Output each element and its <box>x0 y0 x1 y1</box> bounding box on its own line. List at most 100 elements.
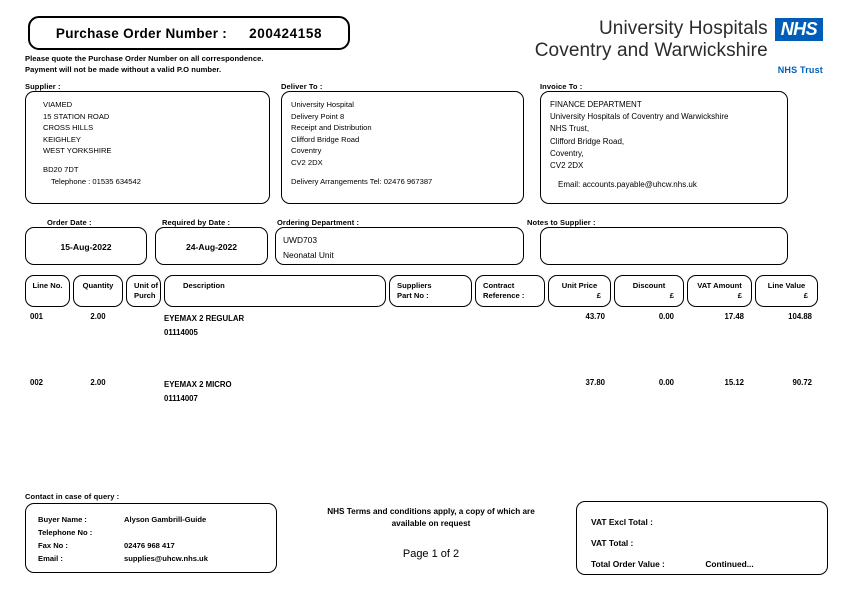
required-by-date-box: 24-Aug-2022 <box>155 227 268 265</box>
total-order-value-value: Continued... <box>705 559 754 569</box>
delivery-arrangements: Delivery Arrangements Tel: 02476 967387 <box>291 176 433 186</box>
table-row: 002 2.00 EYEMAX 2 MICRO 01114007 37.80 0… <box>0 378 841 408</box>
totals-box: VAT Excl Total : VAT Total : Total Order… <box>576 501 828 575</box>
deliver-to-address: University Hospital Delivery Point 8 Rec… <box>282 92 523 187</box>
unit-price-currency: £ <box>596 291 601 300</box>
unit-price-text: Unit Price <box>561 281 598 290</box>
invoice-to-email: Email: accounts.payable@uhcw.nhs.uk <box>558 180 697 190</box>
email-value: supplies@uhcw.nhs.uk <box>124 554 208 563</box>
vat-total-label: VAT Total : <box>591 538 634 548</box>
supplier-name: VIAMED <box>43 100 73 109</box>
order-date-box: 15-Aug-2022 <box>25 227 147 265</box>
buyer-name-label: Buyer Name : <box>38 515 87 524</box>
page-number: Page 1 of 2 <box>402 548 460 560</box>
discount-currency: £ <box>669 291 674 300</box>
notes-to-supplier-caption: Notes to Supplier : <box>527 218 596 227</box>
deliver-to-line-2: Delivery Point 8 <box>291 111 345 121</box>
terms-line-2: available on request <box>391 519 471 528</box>
row-description-text: EYEMAX 2 REGULAR <box>164 314 245 323</box>
invoice-to-caption: Invoice To : <box>540 82 583 91</box>
nhs-trust-name-line-2: Coventry and Warwickshire <box>534 40 768 61</box>
ordering-department-details: UWD703 Neonatal Unit <box>276 228 523 263</box>
deliver-to-line-5: Coventry <box>291 146 322 156</box>
nhs-badge-icon: NHS <box>774 18 823 41</box>
purchase-order-number-label: Purchase Order Number : <box>55 25 228 41</box>
deliver-to-spacer <box>291 169 523 176</box>
row-line-no: 001 <box>30 312 44 321</box>
supplier-telephone: Telephone : 01535 634542 <box>51 176 141 186</box>
invoice-to-box: FINANCE DEPARTMENT University Hospitals … <box>540 91 788 204</box>
row-description-text: EYEMAX 2 MICRO <box>164 380 232 389</box>
line-value-text: Line Value <box>767 281 806 290</box>
nhs-trust-name: University Hospitals Coventry and Warwic… <box>535 18 768 62</box>
buyer-name-value: Alyson Gambrill-Guide <box>124 515 207 524</box>
deliver-to-postcode: CV2 2DX <box>291 157 323 167</box>
row-unit-price: 43.70 <box>585 312 605 321</box>
column-header-discount: Discount £ <box>614 275 684 307</box>
deliver-to-caption: Deliver To : <box>281 82 323 91</box>
column-header-quantity: Quantity <box>73 275 123 307</box>
nhs-trust-subtitle: NHS Trust <box>777 65 823 75</box>
supplier-address: VIAMED 15 STATION ROAD CROSS HILLS KEIGH… <box>26 92 269 187</box>
total-order-value-label: Total Order Value : <box>591 559 665 569</box>
vat-total-row: VAT Total : <box>591 533 827 554</box>
ordering-department-code: UWD703 <box>283 235 317 245</box>
fax-label: Fax No : <box>38 541 68 550</box>
invoice-to-line-3: NHS Trust, <box>550 124 590 134</box>
purchase-order-number-value: 200424158 <box>249 25 323 41</box>
supplier-caption: Supplier : <box>25 82 61 91</box>
table-row: 001 2.00 EYEMAX 2 REGULAR 01114005 43.70… <box>0 312 841 342</box>
column-header-description: Description <box>164 275 386 307</box>
row-description: EYEMAX 2 MICRO 01114007 <box>164 378 386 405</box>
row-description: EYEMAX 2 REGULAR 01114005 <box>164 312 386 339</box>
column-header-vat-amount: VAT Amount £ <box>687 275 752 307</box>
row-discount: 0.00 <box>658 378 674 387</box>
contact-details-grid: Buyer Name : Alyson Gambrill-Guide Telep… <box>26 504 276 565</box>
vat-excl-total-row: VAT Excl Total : <box>591 512 827 533</box>
supplier-address-4: WEST YORKSHIRE <box>43 146 112 156</box>
invoice-to-address: FINANCE DEPARTMENT University Hospitals … <box>541 92 787 191</box>
row-quantity: 2.00 <box>90 378 106 387</box>
column-header-unit-price: Unit Price £ <box>548 275 611 307</box>
vat-amount-text: VAT Amount <box>697 281 742 290</box>
nhs-logo-row: University Hospitals Coventry and Warwic… <box>523 18 823 62</box>
ordering-department-box: UWD703 Neonatal Unit <box>275 227 524 265</box>
supplier-address-3: KEIGHLEY <box>43 134 81 144</box>
suppliers-part-line-1: Suppliers <box>397 281 432 290</box>
invoice-to-line-1: FINANCE DEPARTMENT <box>550 100 642 109</box>
fax-value: 02476 968 417 <box>124 541 175 550</box>
ordering-department-caption: Ordering Department : <box>277 218 360 227</box>
supplier-address-1: 15 STATION ROAD <box>43 111 110 121</box>
terms-line-1: NHS Terms and conditions apply, a copy o… <box>327 507 535 516</box>
unit-of-purchase-line-2: Purch <box>134 291 156 300</box>
invoice-to-line-2: University Hospitals of Coventry and War… <box>550 112 729 122</box>
column-header-contract-reference: Contract Reference : <box>475 275 545 307</box>
order-date-caption: Order Date : <box>47 218 92 227</box>
row-line-no: 002 <box>30 378 44 387</box>
supplier-address-2: CROSS HILLS <box>43 123 94 133</box>
vat-excl-total-label: VAT Excl Total : <box>591 517 653 527</box>
required-by-date-caption: Required by Date : <box>162 218 231 227</box>
po-note-line-2: Payment will not be made without a valid… <box>25 64 222 74</box>
row-discount: 0.00 <box>658 312 674 321</box>
deliver-to-line-4: Clifford Bridge Road <box>291 134 360 144</box>
supplier-spacer <box>43 157 269 164</box>
row-unit-price: 37.80 <box>585 378 605 387</box>
supplier-postcode: BD20 7DT <box>43 164 79 174</box>
row-vat-amount: 17.48 <box>724 312 744 321</box>
column-header-unit-of-purchase: Unit of Purch <box>126 275 161 307</box>
column-header-suppliers-part-no: Suppliers Part No : <box>389 275 472 307</box>
supplier-address-box: VIAMED 15 STATION ROAD CROSS HILLS KEIGH… <box>25 91 270 204</box>
nhs-trust-logo: University Hospitals Coventry and Warwic… <box>523 18 823 75</box>
invoice-to-line-5: Coventry, <box>550 148 584 158</box>
line-value-currency: £ <box>803 291 808 300</box>
ordering-department-name: Neonatal Unit <box>283 250 334 260</box>
suppliers-part-line-2: Part No : <box>397 291 429 300</box>
discount-text: Discount <box>632 281 666 290</box>
row-part-no: 01114007 <box>164 393 198 403</box>
deliver-to-box: University Hospital Delivery Point 8 Rec… <box>281 91 524 204</box>
total-order-value-row: Total Order Value : Continued... <box>591 554 827 575</box>
contract-reference-line-1: Contract <box>483 281 515 290</box>
deliver-to-line-3: Receipt and Distribution <box>291 123 372 133</box>
